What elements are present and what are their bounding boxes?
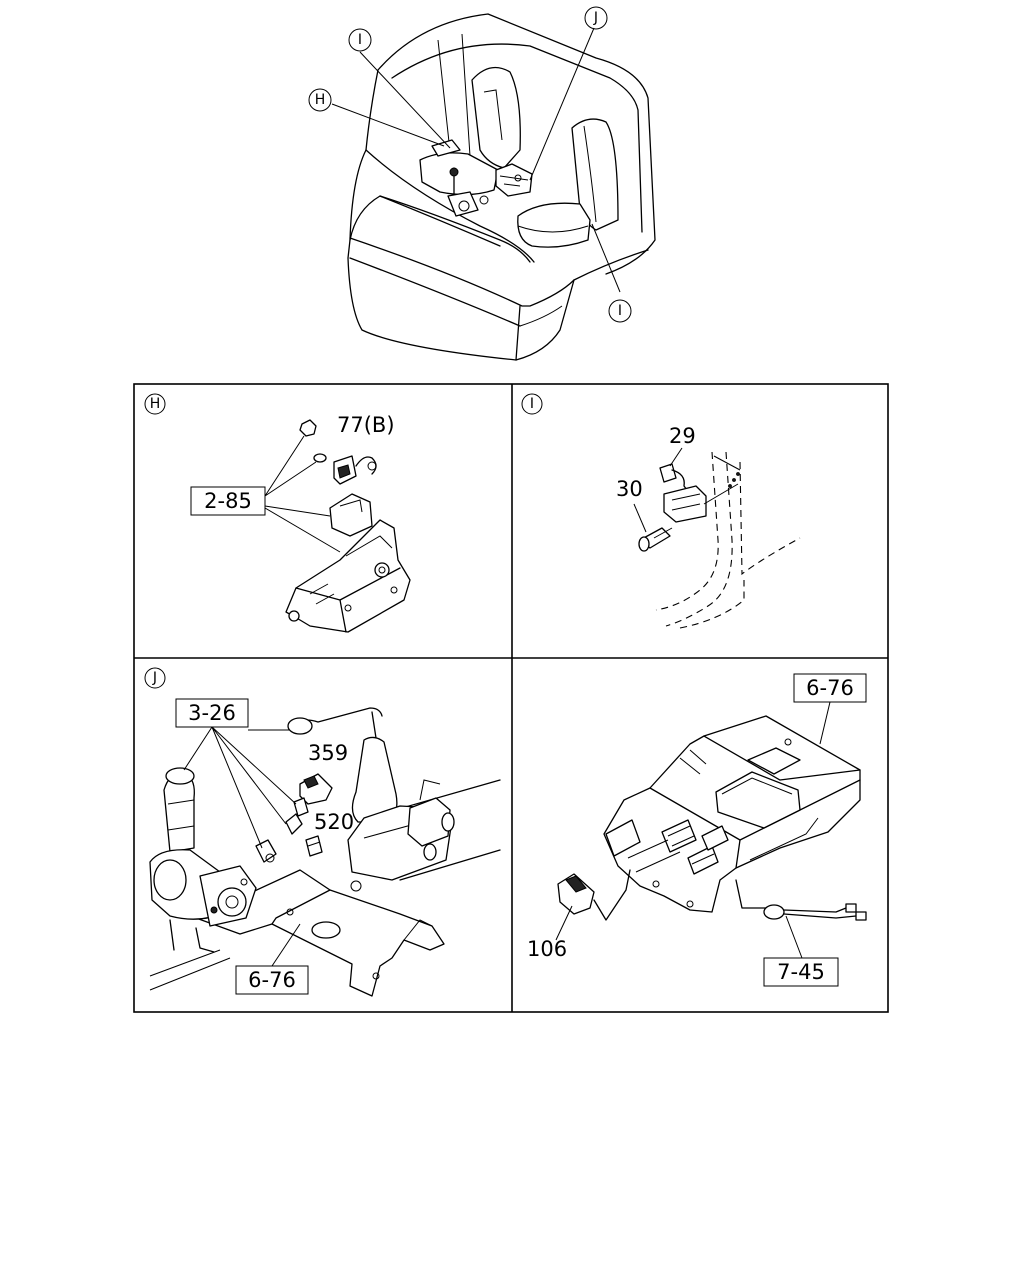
part-29 bbox=[659, 463, 707, 523]
svg-text:6-76: 6-76 bbox=[248, 968, 296, 992]
bolt bbox=[299, 419, 327, 463]
callout-i-bottom-label: I bbox=[618, 303, 622, 319]
svg-text:2-85: 2-85 bbox=[204, 489, 252, 513]
callout-j: J bbox=[584, 6, 608, 30]
label-520: 520 bbox=[314, 810, 354, 834]
label-77b: 77(B) bbox=[337, 413, 395, 437]
callout-i-top-label: I bbox=[358, 32, 362, 48]
ref-2-85: 2-85 bbox=[190, 486, 266, 516]
ref-6-76-j: 6-76 bbox=[235, 965, 309, 995]
relay-106 bbox=[557, 869, 631, 921]
panel-h: H 77(B) bbox=[144, 393, 411, 633]
panel-j-letter: J bbox=[144, 667, 166, 689]
panel-console: 6-76 106 7-45 bbox=[527, 673, 867, 987]
label-359: 359 bbox=[308, 741, 348, 765]
part-520 bbox=[305, 835, 323, 857]
svg-text:7-45: 7-45 bbox=[777, 960, 825, 984]
part-359 bbox=[299, 773, 333, 805]
panel-h-letter: H bbox=[144, 393, 166, 415]
svg-text:I: I bbox=[530, 396, 534, 412]
panel-j: J 359 bbox=[144, 667, 501, 997]
pump-assembly bbox=[149, 767, 257, 953]
harness-7-45 bbox=[735, 879, 867, 921]
valve bbox=[407, 779, 455, 861]
panel-i: I 29 30 bbox=[521, 393, 801, 629]
callout-h: H bbox=[308, 88, 332, 112]
label-106: 106 bbox=[527, 937, 567, 961]
svg-text:J: J bbox=[152, 670, 157, 686]
svg-text:H: H bbox=[150, 396, 161, 412]
svg-text:6-76: 6-76 bbox=[806, 676, 854, 700]
label-29: 29 bbox=[669, 424, 696, 448]
callout-i-bottom: I bbox=[608, 299, 632, 323]
callout-j-label: J bbox=[593, 10, 598, 26]
detail-grid bbox=[133, 383, 889, 1013]
screw-30 bbox=[638, 527, 673, 552]
svg-text:3-26: 3-26 bbox=[188, 701, 236, 725]
ref-7-45: 7-45 bbox=[763, 957, 839, 987]
ref-3-26: 3-26 bbox=[175, 698, 249, 728]
cab-overview bbox=[331, 13, 656, 361]
ref-6-76-k: 6-76 bbox=[793, 673, 867, 703]
panel-i-letter: I bbox=[521, 393, 543, 415]
callout-i-top: I bbox=[348, 28, 372, 52]
switch-77b bbox=[333, 455, 377, 485]
lever-base bbox=[285, 519, 411, 633]
callout-h-label: H bbox=[315, 92, 326, 108]
label-30: 30 bbox=[616, 477, 643, 501]
